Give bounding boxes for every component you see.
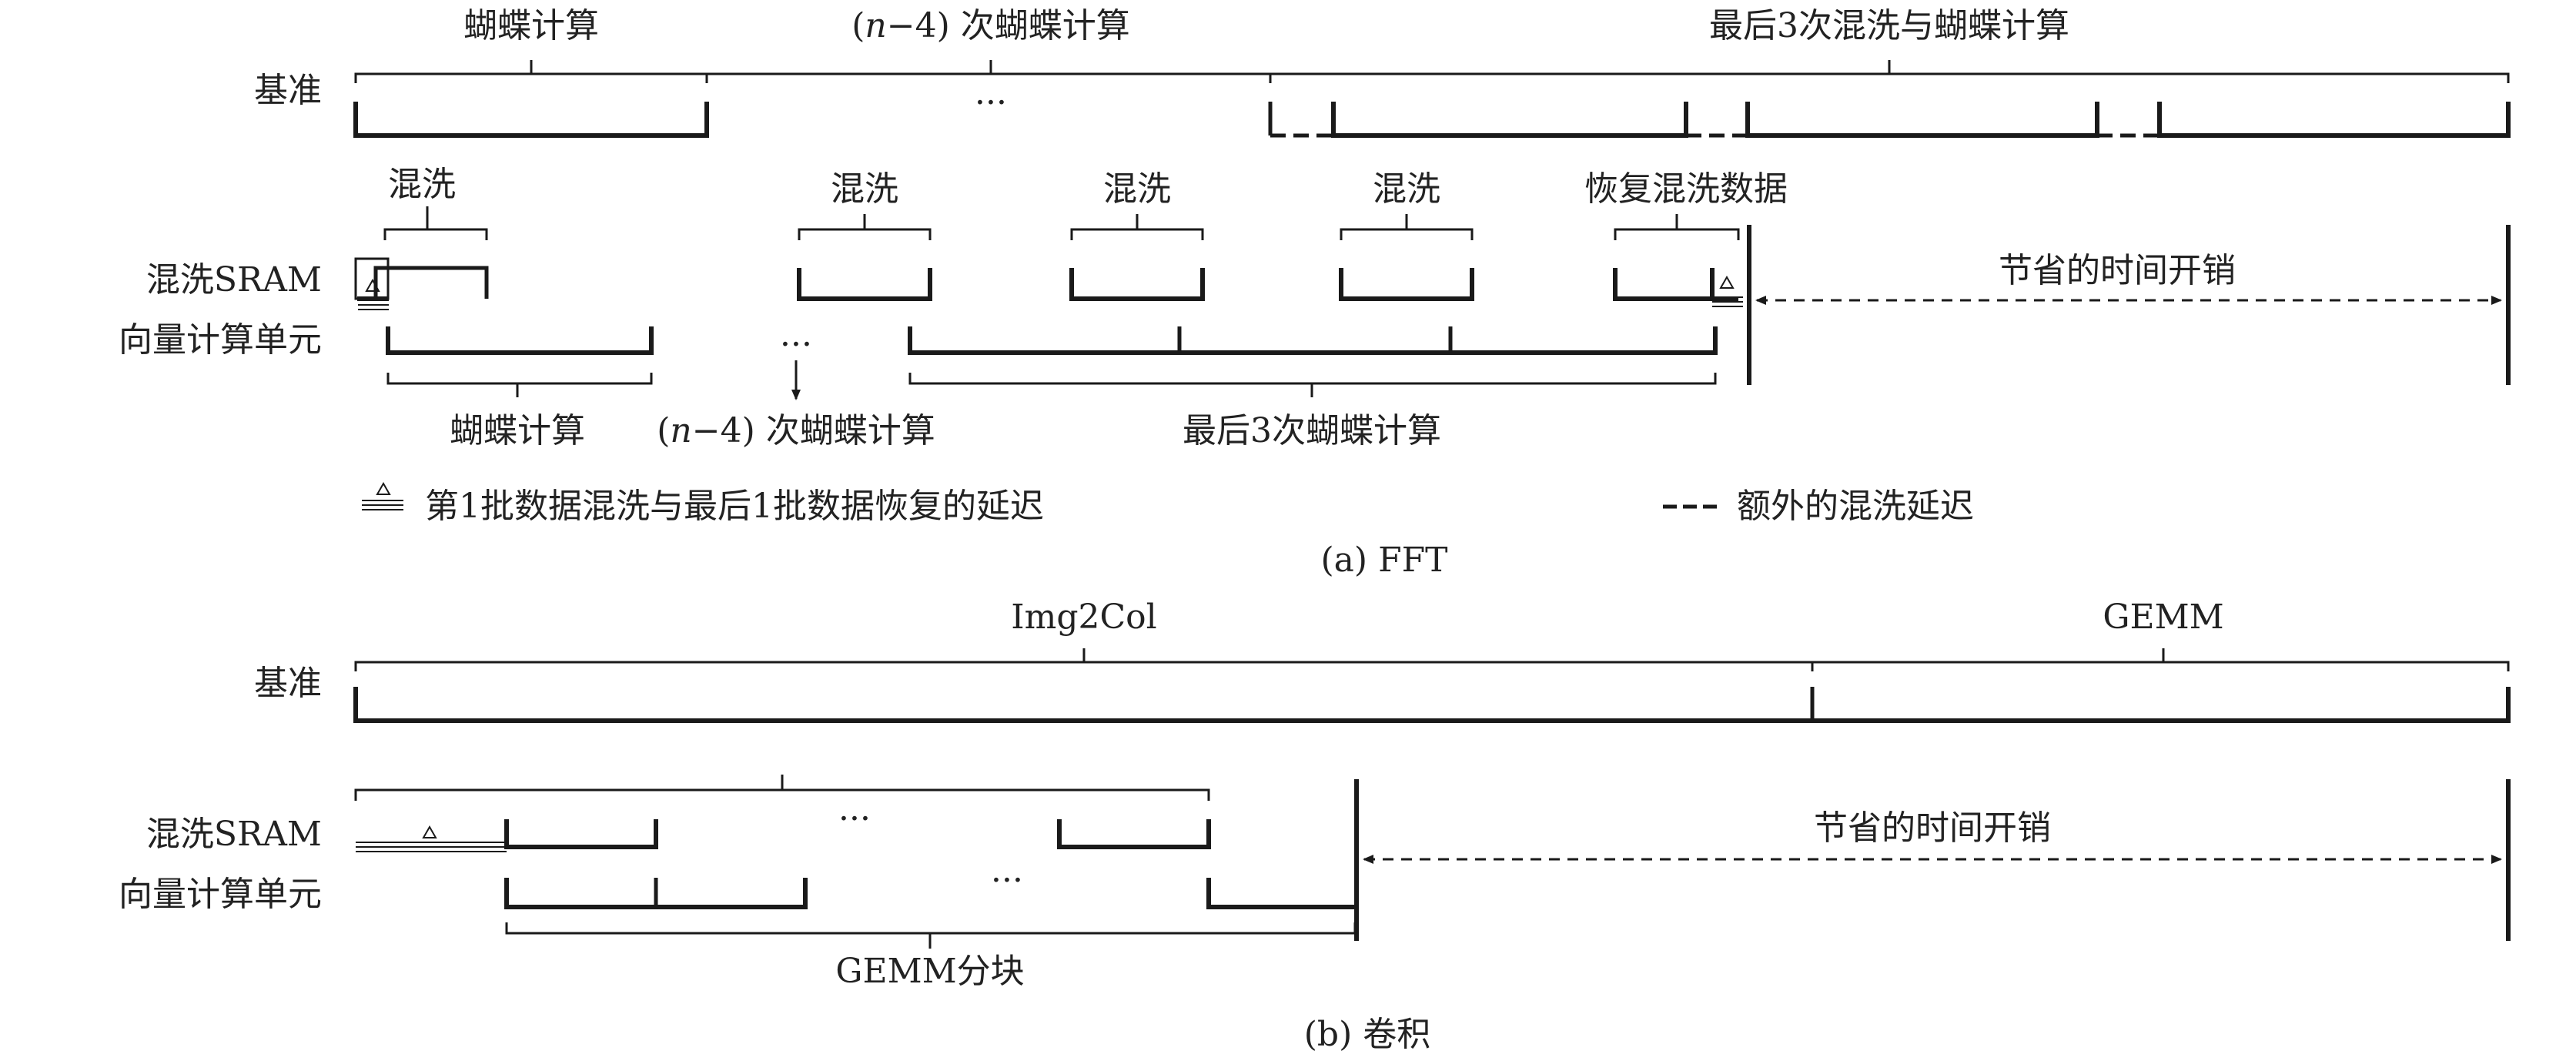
fft-delay-marker-first [358,278,389,310]
fft-shuffle-braces [383,206,1740,240]
conv-saved-time-span [1354,779,2511,941]
fft-row-vector-unit: 向量计算单元 [119,320,322,360]
conv-ellipsis-sram: ··· [838,799,871,838]
fft-butterfly-bottom-label: 蝴蝶计算 [450,411,585,450]
fft-shuffle-sram-timeline [354,257,1738,301]
conv-caption: (b) 卷积 [1303,1015,1431,1054]
fft-bottom-braces [386,373,1717,397]
conv-sram-brace [354,775,1210,801]
conv-row-vector-unit: 向量计算单元 [119,875,322,914]
fft-legend-delay-text: 第1批数据混洗与最后1批数据恢复的延迟 [425,487,1044,526]
fft-n4-top-rest: −4) 次蝴蝶计算 [886,6,1130,45]
fft-n4-bottom-rest: −4) 次蝴蝶计算 [691,411,935,450]
fft-n4-bottom-label: (n−4) 次蝴蝶计算 [657,411,935,450]
conv-vector-unit-timeline [504,878,1355,909]
conv-row-shuffle-sram: 混洗SRAM [146,815,322,854]
conv-top-braces [354,648,2510,671]
fft-shuffle-label-4: 混洗 [1373,169,1440,209]
fft-shuffle-label-3: 混洗 [1103,169,1171,209]
fft-row-shuffle-sram: 混洗SRAM [146,260,322,300]
conv-saved-time-label: 节省的时间开销 [1814,808,2051,848]
fft-last3-bottom-label: 最后3次蝴蝶计算 [1183,411,1441,450]
fft-delay-marker-last [1712,275,1743,307]
fft-butterfly-top-label: 蝴蝶计算 [463,6,599,45]
fft-n4-top-label: (n−4) 次蝴蝶计算 [851,6,1130,45]
conv-gemm-brace [505,922,1357,949]
fft-baseline-timeline [353,102,2511,138]
fft-saved-time-span [1747,225,2511,385]
fft-shuffle-label-2: 混洗 [831,169,898,209]
conv-baseline-timeline [353,687,2511,723]
fft-n4-top-var: n [865,6,887,45]
fft-legend-delay-symbol [362,481,403,510]
fft-caption: (a) FFT [1320,541,1448,580]
fft-row-baseline: 基准 [254,71,322,110]
fft-last3-top-label: 最后3次混洗与蝴蝶计算 [1709,6,2069,45]
conv-delay-marker [356,825,507,852]
fft-ellipsis-mid: ··· [780,325,812,364]
fft-legend-extra-text: 额外的混洗延迟 [1737,487,1974,526]
fft-saved-time-label: 节省的时间开销 [1999,251,2236,290]
conv-ellipsis-vector: ··· [991,861,1023,900]
conv-gemm-block-label: GEMM分块 [835,952,1025,991]
fft-n4-bottom-var: n [670,411,692,450]
fft-vector-unit-timeline [386,326,1718,355]
conv-img2col-label: Img2Col [1011,597,1157,637]
conv-shuffle-sram-timeline [504,819,1211,849]
fft-restore-label: 恢复混洗数据 [1584,169,1788,209]
fft-ellipsis-top: ··· [975,83,1007,122]
conv-row-baseline: 基准 [254,664,322,703]
fft-shuffle-label-1: 混洗 [388,165,456,204]
conv-gemm-label: GEMM [2103,597,2224,637]
fft-top-braces [354,60,2510,83]
